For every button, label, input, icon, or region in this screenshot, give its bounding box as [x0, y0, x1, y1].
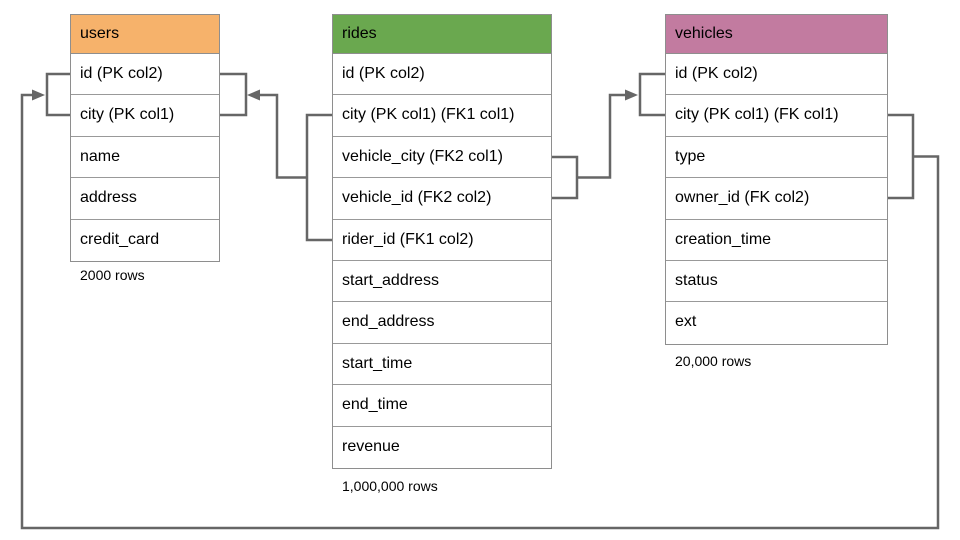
rides-fk1-users-arrowhead [247, 89, 260, 101]
table-users-rowcount: 2000 rows [80, 267, 145, 283]
column-row: id (PK col2) [666, 54, 887, 96]
rides-fk1-users-line [259, 93, 307, 179]
vehicles-pk-bracket-left [638, 72, 665, 117]
column-row: vehicle_id (FK2 col2) [333, 178, 551, 220]
column-row: type [666, 136, 887, 179]
vehicles-fk-bracket-right [888, 113, 915, 200]
table-rides-rowcount: 1,000,000 rows [342, 478, 438, 494]
column-row: end_time [333, 385, 551, 427]
table-vehicles-header: vehicles [666, 15, 887, 54]
table-rides: rides id (PK col2)city (PK col1) (FK1 co… [332, 14, 552, 469]
column-row: name [71, 136, 219, 179]
table-vehicles-rowcount: 20,000 rows [675, 353, 752, 369]
column-row: vehicle_city (FK2 col1) [333, 136, 551, 179]
column-row: owner_id (FK col2) [666, 178, 887, 220]
column-row: city (PK col1) [71, 95, 219, 137]
column-row: end_address [333, 302, 551, 344]
column-row: address [71, 178, 219, 220]
vehicles-fk-users-line [20, 93, 940, 530]
rides-fk1-bracket-left [305, 113, 332, 242]
table-rides-header: rides [333, 15, 551, 54]
column-row: city (PK col1) (FK col1) [666, 95, 887, 137]
column-row: revenue [333, 426, 551, 468]
column-row: credit_card [71, 219, 219, 261]
column-row: creation_time [666, 219, 887, 261]
users-pk-bracket-right [220, 72, 248, 117]
column-row: start_address [333, 260, 551, 303]
column-row: start_time [333, 343, 551, 386]
vehicles-fk-users-arrowhead [32, 89, 45, 101]
users-pk-bracket-left [45, 72, 70, 117]
column-row: id (PK col2) [333, 54, 551, 96]
column-row: city (PK col1) (FK1 col1) [333, 95, 551, 137]
column-row: ext [666, 302, 887, 344]
table-users-header: users [71, 15, 219, 54]
column-row: status [666, 260, 887, 303]
table-rides-columns: id (PK col2)city (PK col1) (FK1 col1)veh… [333, 54, 551, 468]
column-row: rider_id (FK1 col2) [333, 219, 551, 261]
table-vehicles: vehicles id (PK col2)city (PK col1) (FK … [665, 14, 888, 345]
column-row: id (PK col2) [71, 54, 219, 96]
rides-fk2-vehicles-arrowhead [625, 89, 638, 101]
rides-fk2-bracket-right [552, 155, 579, 200]
rides-fk2-vehicles-line [577, 93, 626, 179]
table-vehicles-columns: id (PK col2)city (PK col1) (FK col1)type… [666, 54, 887, 344]
